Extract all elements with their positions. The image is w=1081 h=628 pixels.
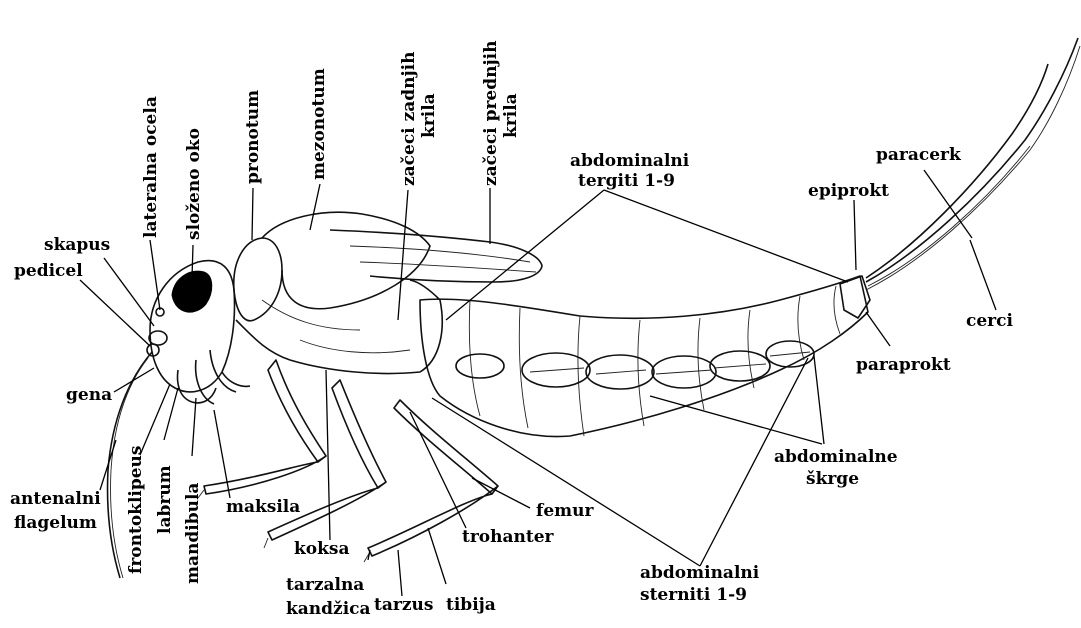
label-abdominalne-skrge-line1: abdominalne xyxy=(774,447,898,467)
label-zaceci-prednjih-line2: krila xyxy=(501,93,521,138)
label-femur: femur xyxy=(536,501,594,521)
label-abdominalni-sterniti-line2: sterniti 1-9 xyxy=(640,585,747,605)
label-paracerk: paracerk xyxy=(876,145,962,165)
label-slozeno-oko: složeno oko xyxy=(184,128,204,240)
wing-pads-drawing xyxy=(330,230,542,282)
label-skapus: skapus xyxy=(44,235,110,255)
label-paraprokt: paraprokt xyxy=(856,355,951,375)
label-zaceci-prednjih-line1: začeci prednjih xyxy=(481,41,501,186)
labels: lateralna ocela složeno oko pronotum mez… xyxy=(10,41,1013,619)
label-pedicel: pedicel xyxy=(14,261,83,281)
label-zaceci-zadnjih-line2: krila xyxy=(419,93,439,138)
label-labrum: labrum xyxy=(155,465,175,534)
label-mezonotum: mezonotum xyxy=(309,68,329,180)
abdomen-drawing xyxy=(420,276,868,437)
label-tarzus: tarzus xyxy=(374,595,433,615)
scape-drawing xyxy=(149,331,167,345)
legs-drawing xyxy=(198,360,498,562)
label-trohanter: trohanter xyxy=(462,527,555,547)
label-antenalni-flagelum-line2: flagelum xyxy=(14,513,97,533)
label-abdominalni-sterniti-line1: abdominalni xyxy=(640,563,760,583)
label-gena: gena xyxy=(66,385,112,405)
mouthparts-drawing xyxy=(178,350,250,404)
label-antenalni-flagelum-line1: antenalni xyxy=(10,489,101,509)
label-abdominalne-skrge-line2: škrge xyxy=(806,469,859,489)
abdomen-tip-drawing xyxy=(840,276,870,318)
label-cerci: cerci xyxy=(966,311,1013,331)
label-abdominalni-tergiti-line2: tergiti 1-9 xyxy=(578,171,675,191)
label-tarzalna-kandzica-line2: kandžica xyxy=(286,599,371,619)
label-pronotum: pronotum xyxy=(243,90,263,184)
label-frontoklipeus: frontoklipeus xyxy=(126,446,146,575)
label-zaceci-zadnjih-line1: začeci zadnjih xyxy=(399,52,419,186)
label-abdominalni-tergiti-line1: abdominalni xyxy=(570,151,690,171)
label-tibija: tibija xyxy=(446,595,496,615)
paracercus-drawing xyxy=(866,64,1048,278)
label-tarzalna-kandzica-line1: tarzalna xyxy=(286,575,364,595)
label-epiprokt: epiprokt xyxy=(808,181,889,201)
label-mandibula: mandibula xyxy=(183,483,203,584)
thorax-lower-drawing xyxy=(236,280,442,374)
gills-drawing xyxy=(456,341,814,389)
label-maksila: maksila xyxy=(226,497,300,517)
label-lateralna-ocela: lateralna ocela xyxy=(141,96,161,238)
label-koksa: koksa xyxy=(294,539,349,559)
